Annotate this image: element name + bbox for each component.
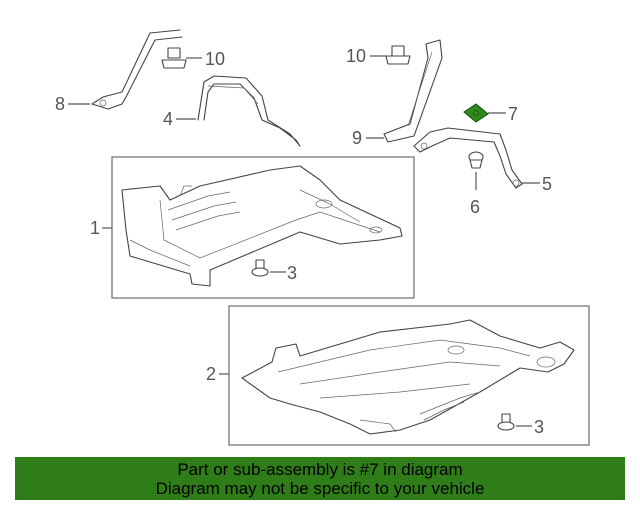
callout-3-lower: 3	[534, 417, 544, 437]
part-9-strap[interactable]	[383, 39, 443, 143]
part-1-front-shield[interactable]	[121, 165, 403, 287]
part-6-pin[interactable]	[468, 151, 484, 169]
callout-4: 4	[163, 109, 173, 129]
part-2-main-shield[interactable]	[241, 319, 575, 435]
part-7-nut-highlighted[interactable]	[463, 103, 489, 123]
callout-7: 7	[508, 104, 518, 124]
part-3-pin-upper[interactable]	[251, 259, 269, 277]
part-10-bolt-left[interactable]	[161, 47, 187, 69]
callout-8: 8	[55, 94, 65, 114]
part-3-pin-lower[interactable]	[497, 413, 515, 431]
banner-line-2: Diagram may not be specific to your vehi…	[155, 479, 485, 498]
part-7-shape	[463, 103, 489, 123]
banner-line-1: Part or sub-assembly is #7 in diagram	[177, 460, 463, 479]
part-5-bracket[interactable]	[413, 127, 523, 189]
callout-5: 5	[542, 174, 552, 194]
callout-1: 1	[90, 218, 100, 238]
callout-9: 9	[352, 128, 362, 148]
part-8-bracket[interactable]	[91, 29, 183, 110]
callout-2: 2	[206, 364, 216, 384]
part-10-bolt-right[interactable]	[385, 45, 411, 65]
callout-10-right: 10	[346, 46, 366, 66]
info-banner: Part or sub-assembly is #7 in diagram Di…	[15, 457, 625, 500]
callout-6: 6	[470, 197, 480, 217]
parts-diagram: 8 10 4 10 9 7 5 6	[55, 29, 590, 446]
callout-10-left: 10	[205, 49, 225, 69]
group-box-2	[228, 305, 590, 446]
part-4-bracket[interactable]	[197, 75, 301, 147]
callout-3-upper: 3	[287, 263, 297, 283]
